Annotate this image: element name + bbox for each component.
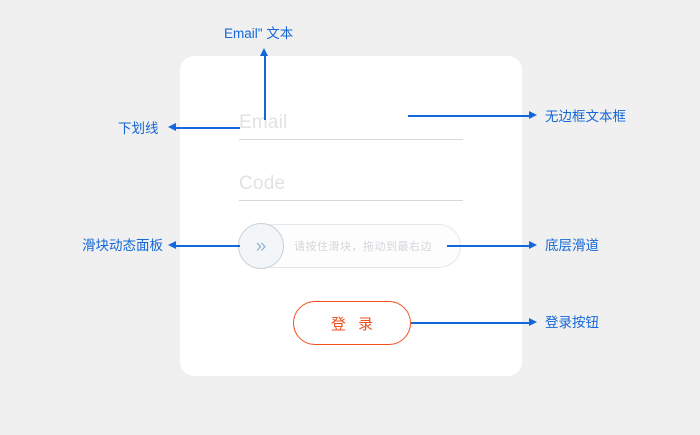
slider-handle[interactable]: » [238,223,284,269]
login-button[interactable]: 登 录 [293,301,411,345]
annotation-arrowhead-login-button [529,318,537,326]
annotation-leader-slider-panel [176,245,240,247]
annotation-arrowhead-slider-panel [168,241,176,249]
annotation-label-slider-panel: 滑块动态面板 [82,238,163,253]
annotation-label-bottom-track: 底层滑道 [545,238,599,253]
slider-hint-text: 请按住滑块，拖动到最右边 [294,241,432,253]
email-placeholder-text: Email [239,112,288,133]
annotation-leader-underline [176,127,240,129]
annotation-leader-email-text [264,56,266,120]
annotation-label-email-text: Email" 文本 [224,26,294,41]
slider-track[interactable]: 请按住滑块，拖动到最右边 » [238,223,461,269]
code-placeholder-text: Code [239,173,286,194]
annotation-leader-borderless-textbox [408,115,530,117]
annotation-arrowhead-email-text [260,48,268,56]
annotation-leader-login-button [411,322,530,324]
annotation-label-login-button: 登录按钮 [545,315,599,330]
annotation-arrowhead-underline [168,123,176,131]
annotation-leader-bottom-track [447,245,530,247]
double-chevron-right-icon: » [255,235,267,257]
annotation-arrowhead-bottom-track [529,241,537,249]
email-field[interactable]: Email [239,105,463,140]
code-field[interactable]: Code [239,166,463,201]
annotation-label-borderless-textbox: 无边框文本框 [545,109,626,124]
annotation-label-underline: 下划线 [118,121,159,136]
login-card: Email Code 请按住滑块，拖动到最右边 » 登 录 [180,56,522,376]
annotation-arrowhead-borderless-textbox [529,111,537,119]
